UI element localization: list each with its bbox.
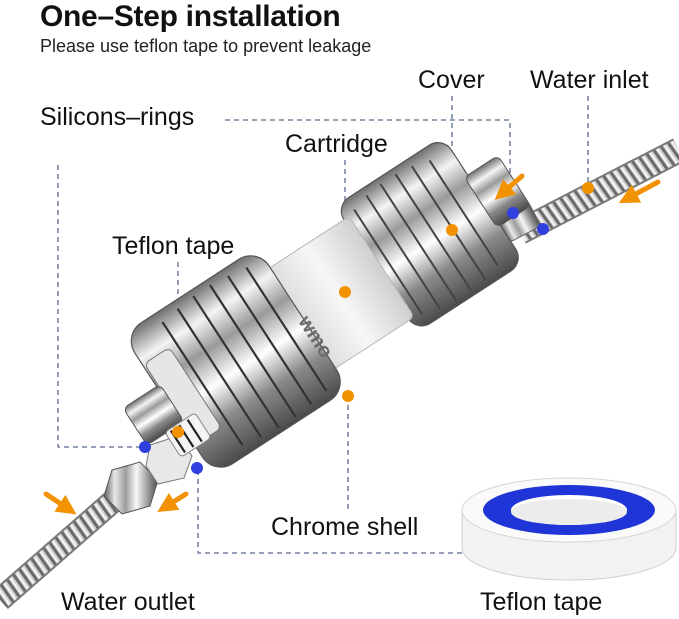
- arrow-inlet-ring: [494, 173, 525, 200]
- label-teflon-tape-upper: Teflon tape: [112, 232, 235, 260]
- point-markers: [172, 182, 594, 438]
- ring-markers: [139, 207, 549, 474]
- arrow-outlet-ring: [157, 491, 189, 512]
- teflon-tape-roll: [461, 477, 677, 581]
- flow-arrows: [43, 173, 661, 515]
- leader-silicon-rings-left: [57, 165, 145, 448]
- point-marker-chrome-shell: [342, 390, 354, 402]
- label-cover: Cover: [418, 66, 485, 94]
- label-water-inlet: Water inlet: [530, 66, 649, 94]
- page-title: One–Step installation: [40, 0, 341, 33]
- label-cartridge: Cartridge: [285, 130, 388, 158]
- page-subtitle: Please use teflon tape to prevent leakag…: [40, 36, 372, 56]
- arrow-inlet-right: [618, 179, 661, 204]
- arrow-outlet-left: [43, 491, 77, 515]
- label-silicon-rings: Silicons–rings: [40, 103, 195, 131]
- point-marker-cover: [446, 224, 458, 236]
- ring-marker: [507, 207, 519, 219]
- point-marker-teflon: [172, 426, 184, 438]
- label-chrome-shell: Chrome shell: [271, 513, 419, 541]
- leader-teflon-lower: [197, 470, 465, 554]
- hex-nut: [103, 461, 159, 515]
- label-water-outlet: Water outlet: [61, 588, 195, 616]
- outlet-hose: [0, 435, 193, 610]
- point-marker-cartridge: [339, 286, 351, 298]
- ring-marker: [139, 441, 151, 453]
- ring-marker: [537, 223, 549, 235]
- ring-marker: [191, 462, 203, 474]
- filter-body: wmo: [124, 142, 529, 468]
- label-teflon-tape-lower: Teflon tape: [480, 588, 603, 616]
- point-marker-inlet: [582, 182, 594, 194]
